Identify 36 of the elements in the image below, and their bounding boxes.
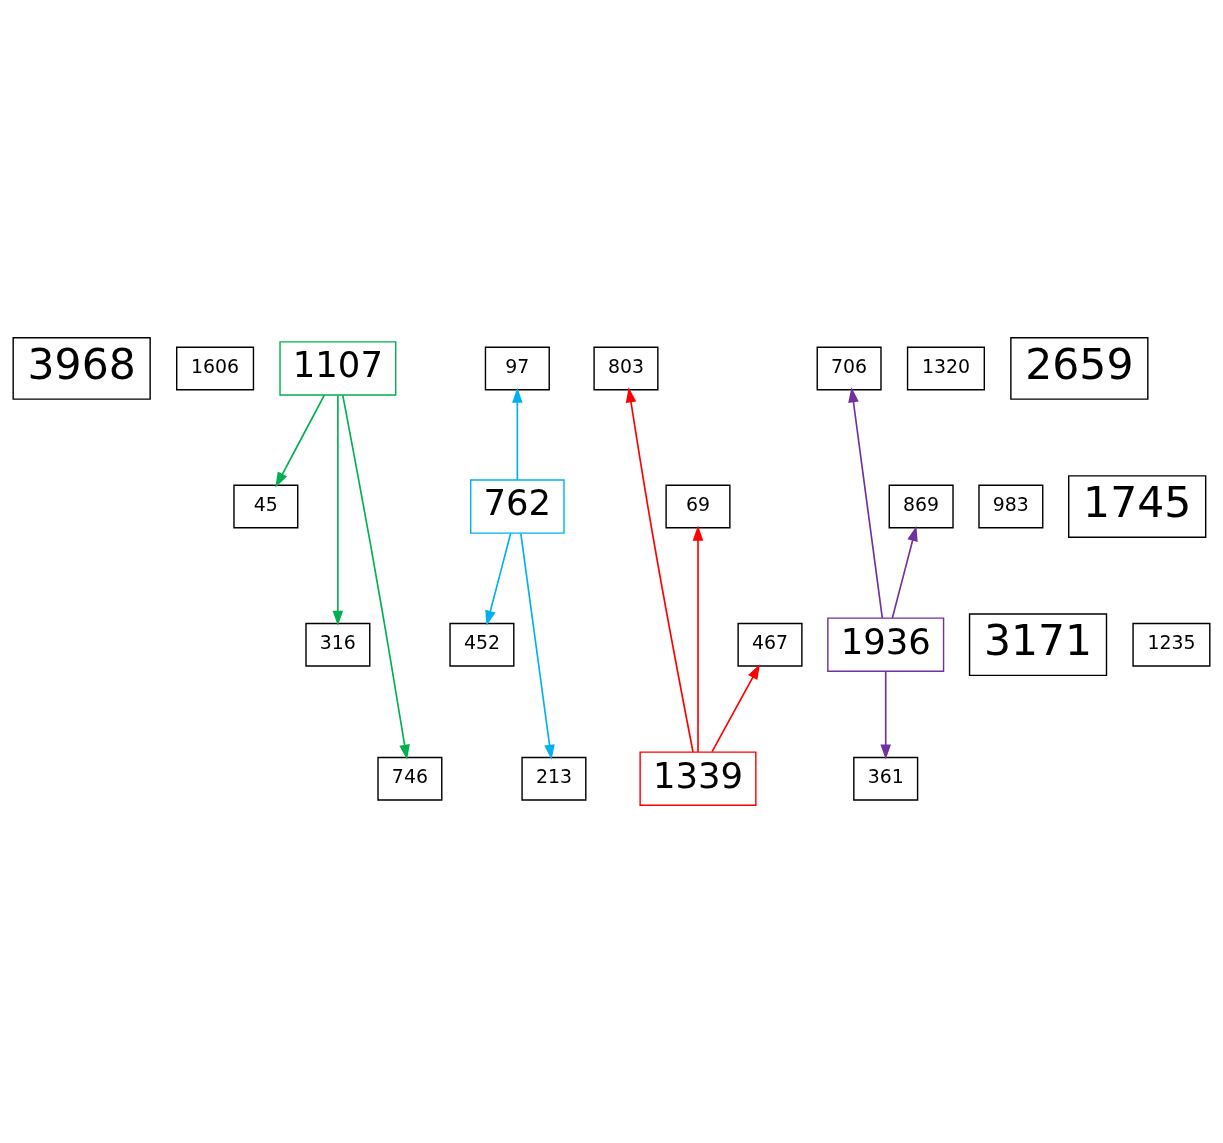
arrow — [275, 394, 326, 488]
arrow — [485, 532, 512, 626]
node-box: 45 — [233, 484, 299, 529]
node-box: 1745 — [1068, 475, 1207, 538]
node-box: 1936 — [827, 617, 945, 672]
node-box: 213 — [521, 756, 587, 801]
arrow — [625, 387, 694, 753]
node-box: 3968 — [12, 337, 151, 400]
node-box: 1235 — [1132, 622, 1211, 667]
node-box: 762 — [470, 479, 565, 534]
node-box: 746 — [377, 756, 443, 801]
node-box: 1107 — [279, 341, 397, 396]
node-box: 983 — [978, 484, 1044, 529]
node-box: 1606 — [176, 346, 255, 391]
arrow — [711, 664, 760, 753]
node-box: 1339 — [639, 751, 757, 806]
arrow — [332, 394, 344, 626]
node-box: 69 — [665, 484, 731, 529]
node-box: 467 — [737, 622, 803, 667]
node-box: 316 — [305, 622, 371, 667]
node-box: 2659 — [1010, 337, 1149, 400]
arrow — [512, 387, 523, 481]
node-box: 803 — [593, 346, 659, 391]
arrow — [342, 394, 410, 760]
node-box: 869 — [888, 484, 954, 529]
node-box: 3171 — [968, 613, 1108, 677]
arrow — [848, 387, 884, 619]
node-box: 452 — [449, 622, 515, 667]
node-box: 361 — [853, 756, 919, 801]
node-box: 97 — [484, 346, 550, 391]
arrow — [891, 525, 918, 619]
arrow — [520, 532, 555, 760]
node-box: 1320 — [906, 346, 985, 391]
node-box: 706 — [816, 346, 882, 391]
arrow — [692, 525, 704, 753]
arrow — [880, 670, 891, 760]
